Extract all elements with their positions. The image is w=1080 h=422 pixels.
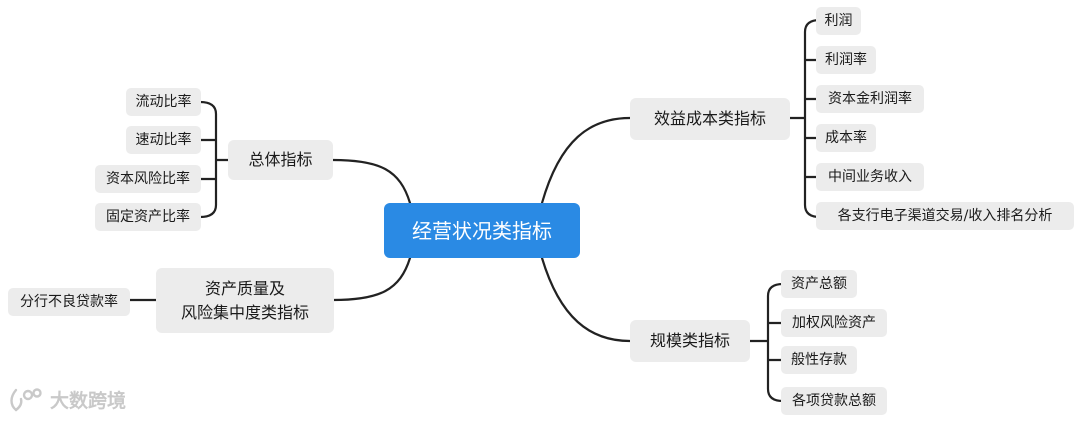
connector-root-overall xyxy=(331,158,412,205)
connector-root-asset-quality xyxy=(331,256,412,302)
watermark-text: 大数跨境 xyxy=(50,390,127,412)
overall-child-quick-ratio[interactable]: 速动比率 xyxy=(126,126,201,154)
connector-root-efficiency xyxy=(540,116,632,205)
root-node[interactable]: 经营状况类指标 xyxy=(384,203,580,258)
branch-scale[interactable]: 规模类指标 xyxy=(630,320,750,362)
scale-child-total-assets[interactable]: 资产总额 xyxy=(781,270,857,298)
bracket-scale xyxy=(748,282,785,403)
asset-quality-child-npl-ratio[interactable]: 分行不良贷款率 xyxy=(8,288,130,316)
scale-child-risk-weighted-assets[interactable]: 加权风险资产 xyxy=(781,309,887,337)
efficiency-child-cost-rate[interactable]: 成本率 xyxy=(816,124,876,152)
efficiency-child-capital-profit-rate[interactable]: 资本金利润率 xyxy=(816,85,924,113)
overall-child-capital-risk-ratio[interactable]: 资本风险比率 xyxy=(95,165,201,193)
efficiency-child-profit-rate[interactable]: 利润率 xyxy=(816,46,876,74)
efficiency-child-channel-ranking[interactable]: 各支行电子渠道交易/收入排名分析 xyxy=(816,202,1074,230)
connector-root-scale xyxy=(540,256,632,343)
watermark: 大数跨境 xyxy=(8,386,126,413)
bracket-efficiency xyxy=(788,18,822,219)
bracket-overall xyxy=(198,100,230,219)
scale-child-total-loans[interactable]: 各项贷款总额 xyxy=(781,387,887,415)
efficiency-child-profit[interactable]: 利润 xyxy=(816,7,861,35)
scale-child-general-deposits[interactable]: 般性存款 xyxy=(781,346,857,374)
branch-asset-quality[interactable]: 资产质量及 风险集中度类指标 xyxy=(156,268,334,333)
logo-icon xyxy=(10,387,42,411)
branch-efficiency-cost[interactable]: 效益成本类指标 xyxy=(630,98,790,140)
overall-child-fixed-asset-ratio[interactable]: 固定资产比率 xyxy=(95,203,201,231)
branch-overall[interactable]: 总体指标 xyxy=(228,140,333,180)
overall-child-liquidity-ratio[interactable]: 流动比率 xyxy=(126,88,201,116)
efficiency-child-intermediate-income[interactable]: 中间业务收入 xyxy=(816,163,924,191)
